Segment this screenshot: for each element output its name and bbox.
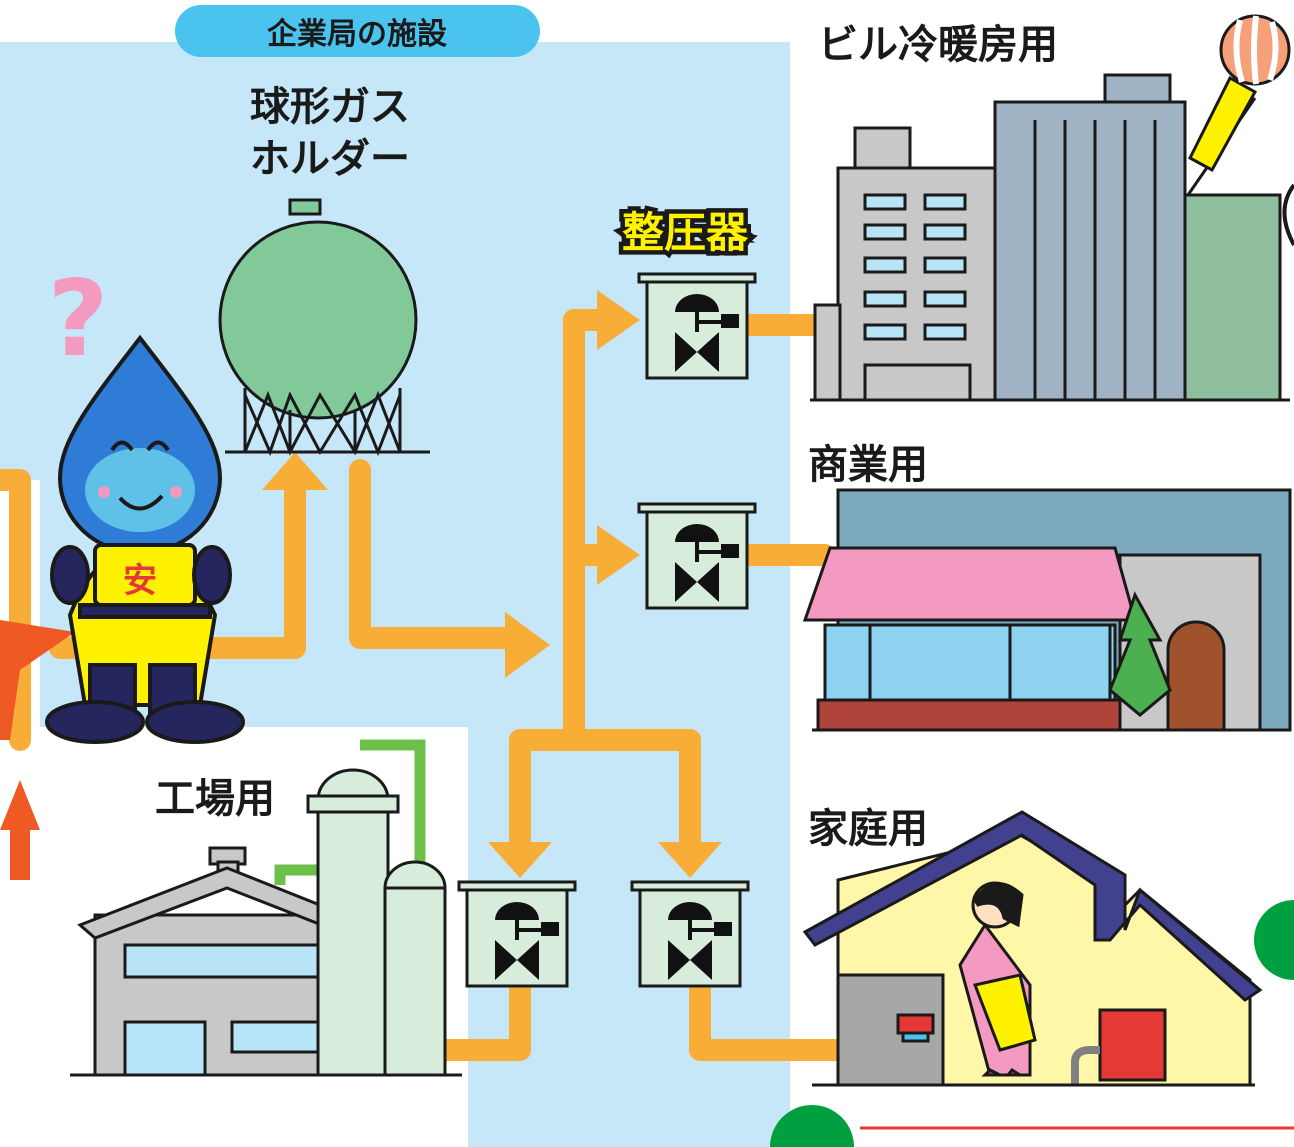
green-decor-circle-2	[770, 1105, 854, 1147]
facility-badge	[175, 5, 540, 57]
mascot-gas-drop	[45, 334, 245, 744]
shop-building	[802, 488, 1292, 732]
pipe-arrowheads	[262, 290, 722, 878]
regulator-factory	[457, 880, 577, 988]
spherical-gas-holder	[218, 198, 430, 457]
gas-holder-label-line1: 球形ガス	[250, 84, 410, 130]
house	[802, 810, 1263, 1087]
regulator-building	[637, 272, 757, 380]
inflow-arrow	[0, 780, 40, 880]
regulator-commercial	[637, 502, 757, 610]
commercial-label: 商業用	[808, 442, 928, 488]
home-label: 家庭用	[808, 806, 928, 852]
gas-holder-label-line2: ホルダー	[250, 136, 410, 182]
regulator-label: 整圧器	[622, 208, 749, 257]
mascot-safety-badge: 安	[123, 561, 157, 601]
regulator-home	[630, 880, 750, 988]
factory-label: 工場用	[155, 776, 275, 822]
facility-badge-label: 企業局の施設	[267, 17, 447, 52]
right-edge-arc	[1282, 183, 1294, 246]
factory-building	[70, 739, 462, 1077]
cooking-woman	[896, 881, 1037, 1077]
question-mark: ?	[48, 258, 109, 380]
green-decor-circle-1	[1254, 900, 1294, 980]
building-label: ビル冷暖房用	[818, 22, 1058, 68]
balloon	[1186, 14, 1291, 196]
office-building	[810, 73, 1290, 402]
inflow-flare	[0, 620, 75, 740]
